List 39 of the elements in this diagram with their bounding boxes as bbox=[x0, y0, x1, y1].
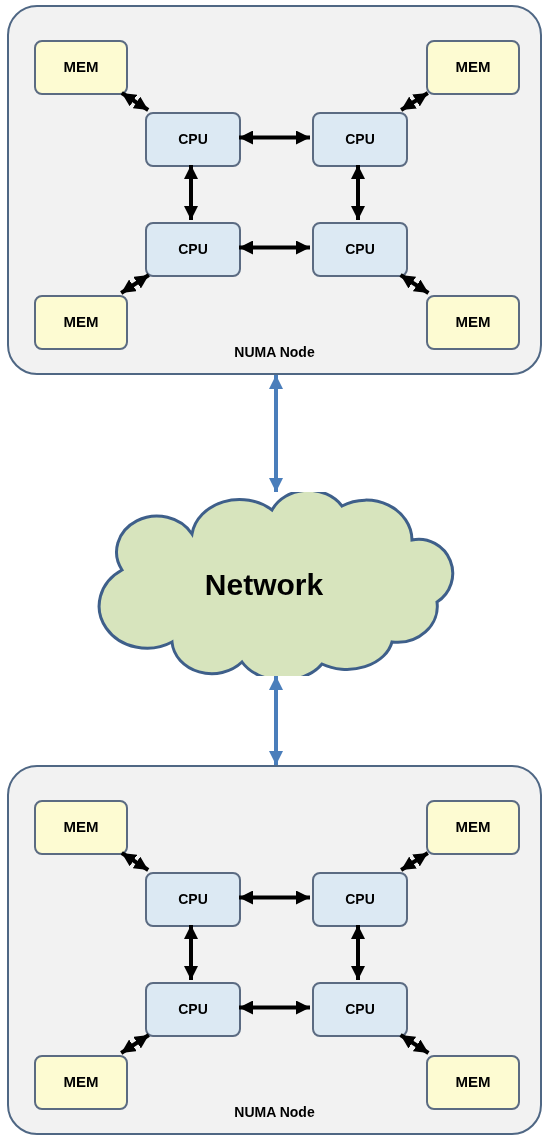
arrow bbox=[120, 91, 150, 112]
memory-box: MEM bbox=[426, 40, 520, 95]
arrow bbox=[351, 165, 365, 220]
arrow bbox=[269, 375, 283, 492]
cpu-box: CPU bbox=[312, 982, 408, 1037]
cpu-box: CPU bbox=[312, 872, 408, 927]
arrow bbox=[400, 91, 429, 112]
numa-node-box bbox=[7, 5, 542, 375]
arrow bbox=[184, 165, 198, 220]
arrow bbox=[269, 676, 283, 765]
arrow bbox=[184, 925, 198, 980]
memory-box: MEM bbox=[426, 295, 520, 350]
arrow bbox=[120, 1033, 150, 1055]
arrow bbox=[239, 240, 310, 255]
memory-box: MEM bbox=[34, 40, 128, 95]
cloud-label: Network bbox=[204, 566, 324, 603]
arrow bbox=[239, 1000, 310, 1015]
memory-box: MEM bbox=[426, 1055, 520, 1110]
arrow bbox=[351, 925, 365, 980]
memory-box: MEM bbox=[34, 800, 128, 855]
cpu-box: CPU bbox=[145, 222, 241, 277]
cpu-box: CPU bbox=[312, 222, 408, 277]
arrow bbox=[120, 851, 150, 872]
memory-box: MEM bbox=[34, 295, 128, 350]
arrow bbox=[399, 273, 430, 295]
node-title: NUMA Node bbox=[233, 343, 316, 362]
numa-node-box bbox=[7, 765, 542, 1135]
arrow bbox=[120, 273, 150, 295]
cpu-box: CPU bbox=[145, 112, 241, 167]
arrow bbox=[399, 1033, 430, 1055]
arrow bbox=[239, 130, 310, 145]
node-title: NUMA Node bbox=[233, 1103, 316, 1122]
memory-box: MEM bbox=[34, 1055, 128, 1110]
arrow bbox=[400, 851, 429, 872]
memory-box: MEM bbox=[426, 800, 520, 855]
arrow bbox=[239, 890, 310, 905]
cpu-box: CPU bbox=[145, 982, 241, 1037]
cpu-box: CPU bbox=[312, 112, 408, 167]
cpu-box: CPU bbox=[145, 872, 241, 927]
